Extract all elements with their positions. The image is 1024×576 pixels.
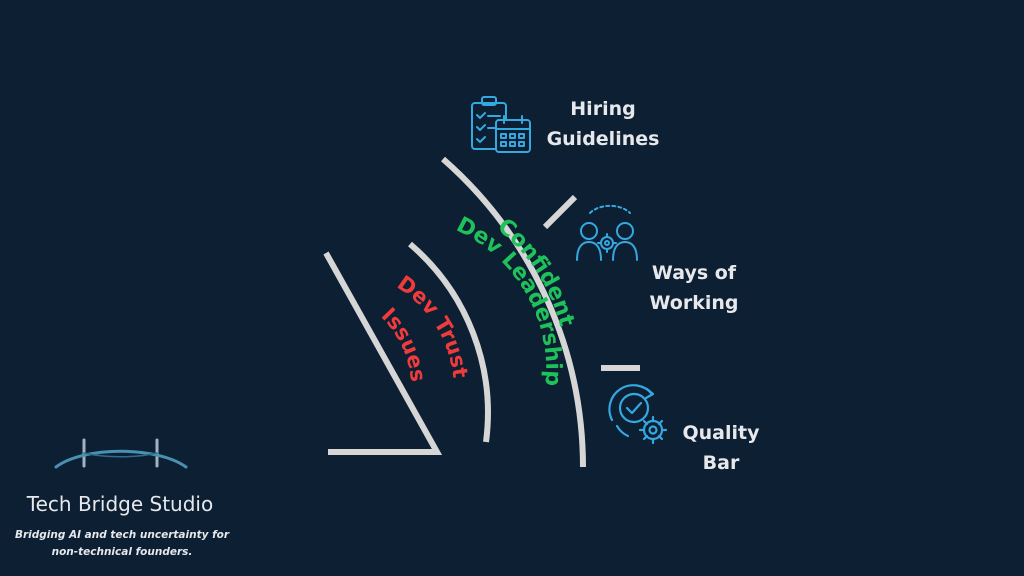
arc-tick-top (542, 194, 578, 230)
pillar-3-line-1: Quality (682, 422, 760, 444)
team-gear-icon (576, 204, 638, 261)
bridge-logo-icon (54, 438, 188, 469)
brand-tagline-line-2: non-technical founders. (51, 546, 193, 558)
brand-name: Tech Bridge Studio (26, 492, 214, 516)
pillar-quality-bar: Quality Bar (666, 418, 776, 478)
inner-arc (408, 241, 491, 443)
pillar-1-line-1: Hiring (570, 98, 636, 120)
brand-tagline: Bridging AI and tech uncertainty for non… (0, 527, 244, 561)
outer-arc (441, 156, 586, 468)
pillar-hiring-guidelines: Hiring Guidelines (540, 94, 666, 154)
brand-tagline-line-1: Bridging AI and tech uncertainty for (14, 529, 230, 541)
pillar-2-line-2: Working (649, 292, 739, 314)
pillar-1-line-2: Guidelines (546, 128, 660, 150)
pillar-2-line-1: Ways of (651, 262, 737, 284)
pillar-ways-of-working: Ways of Working (634, 258, 754, 318)
wedge-outline (323, 251, 443, 455)
quality-check-gear-icon (608, 384, 668, 445)
checklist-calendar-icon (471, 96, 531, 153)
pillar-3-line-2: Bar (702, 452, 740, 474)
